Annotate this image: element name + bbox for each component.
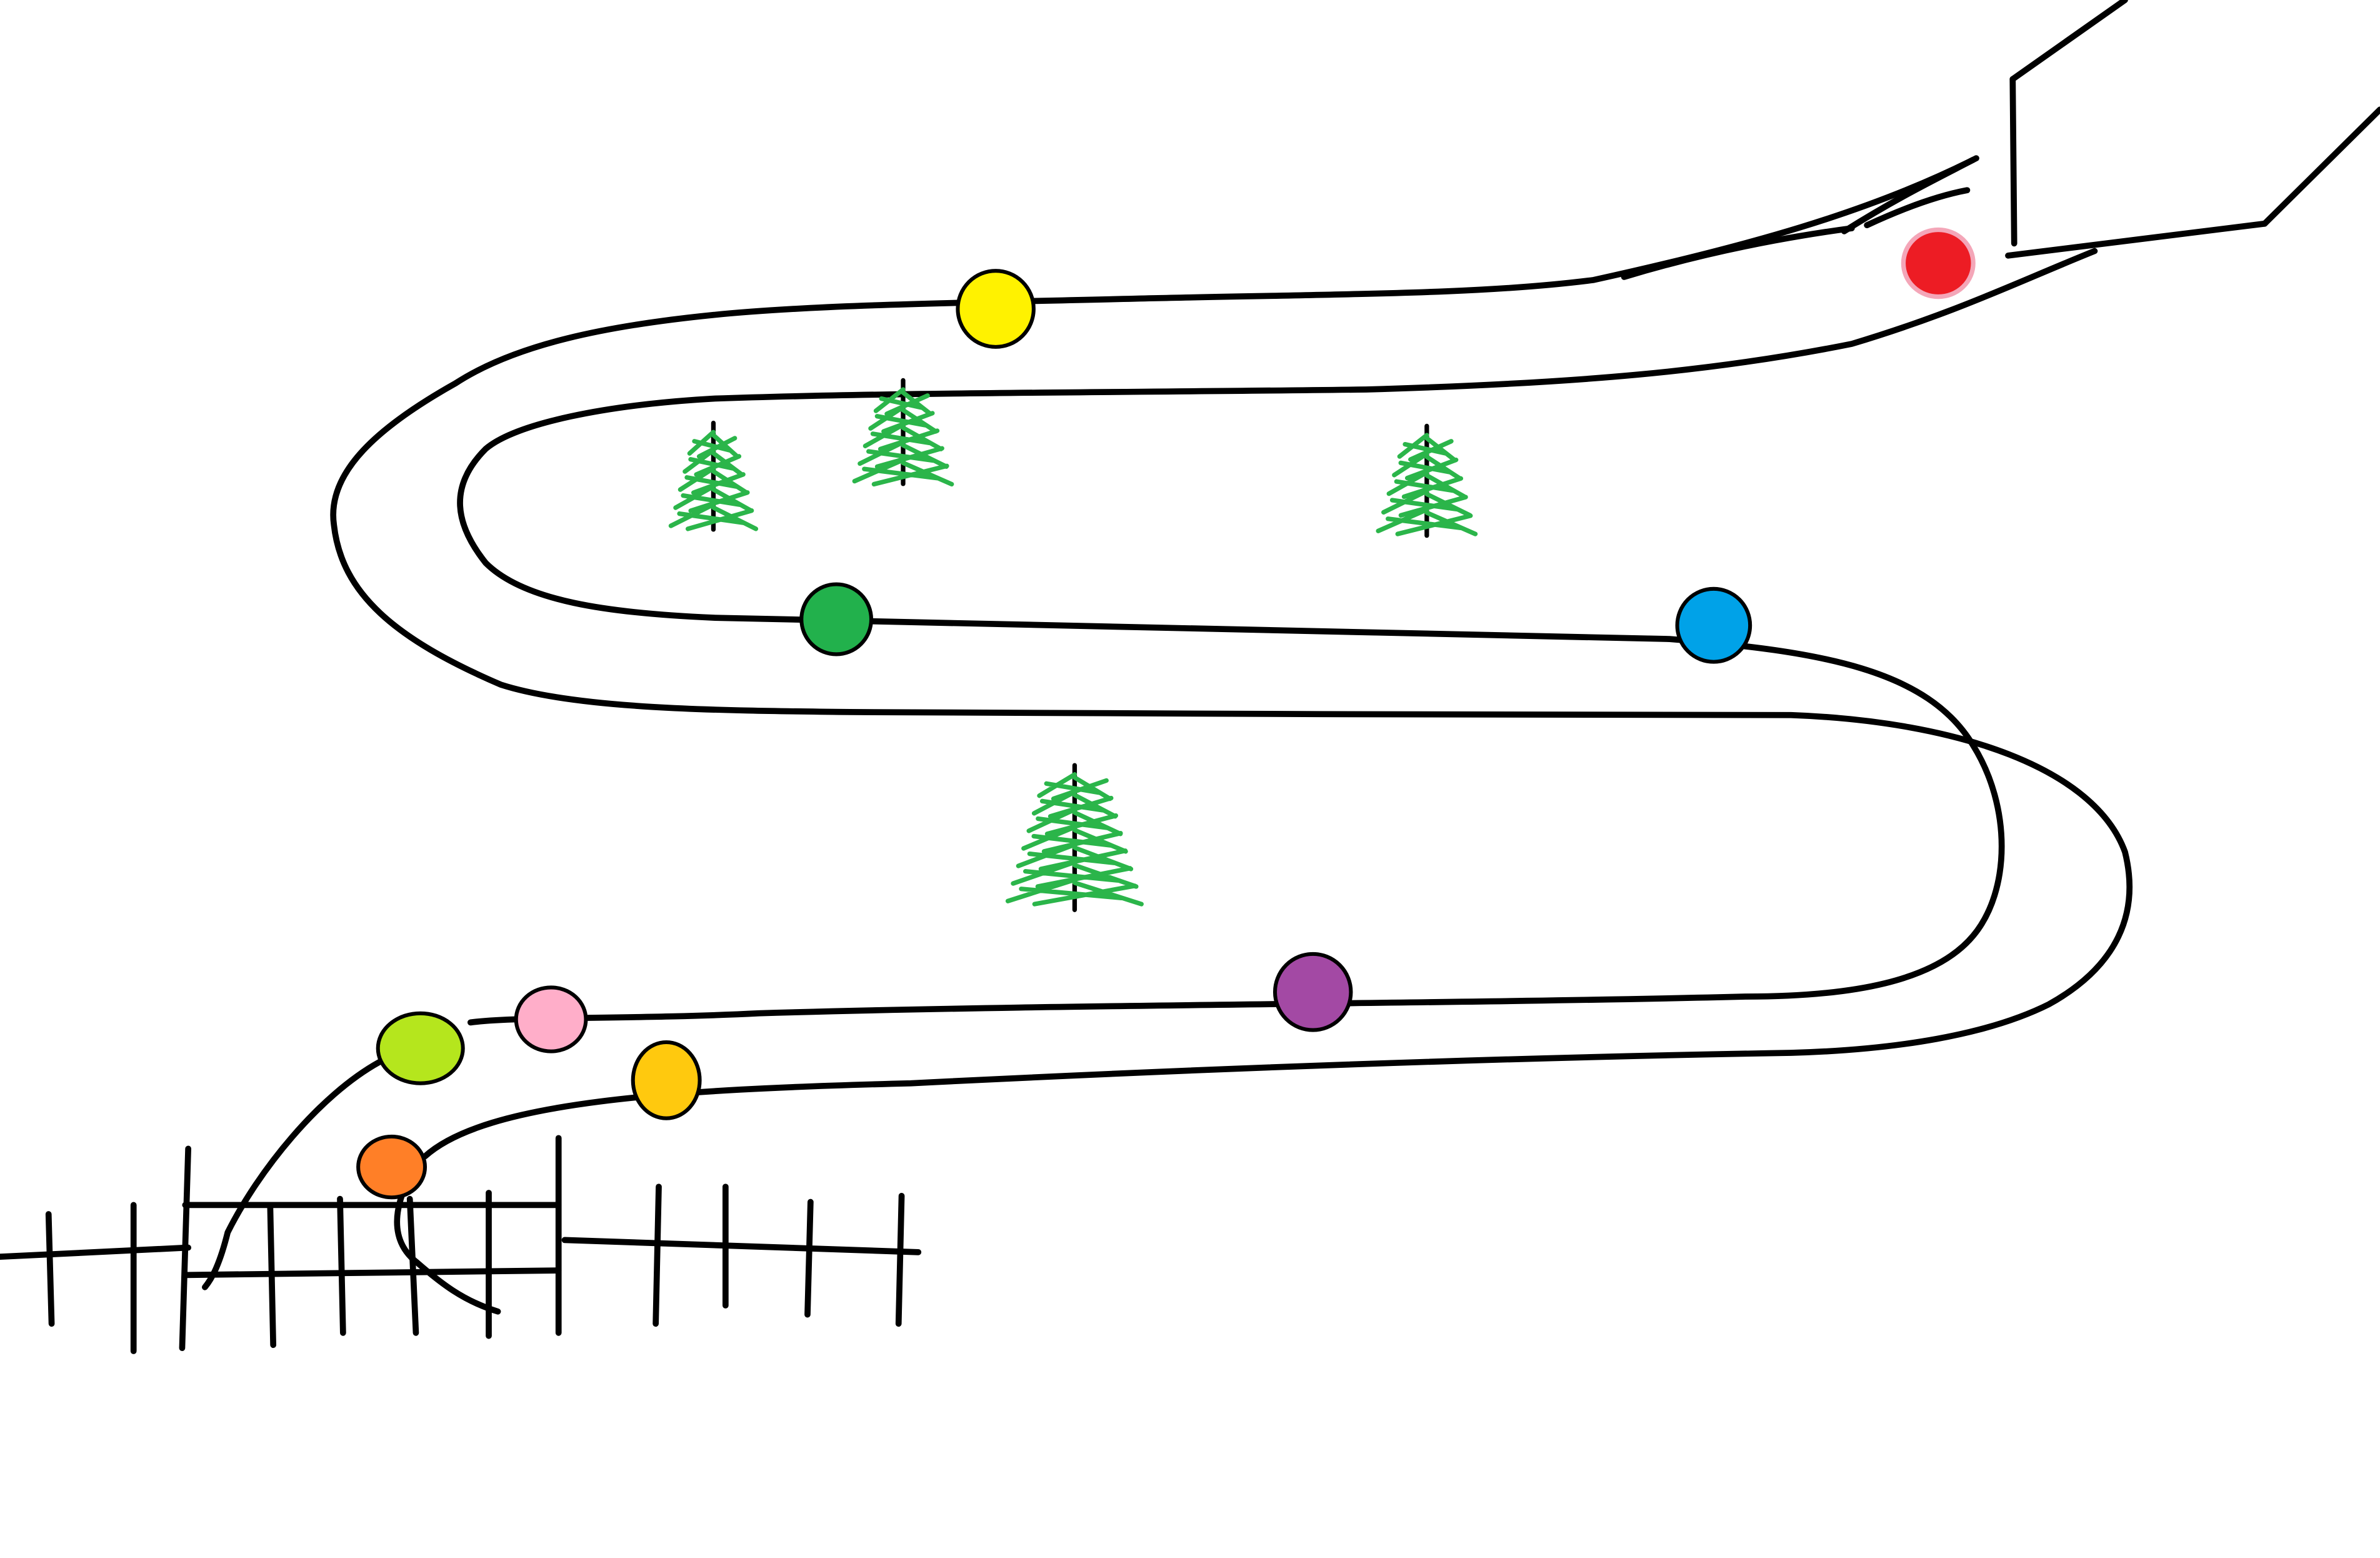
tree-2 <box>852 378 954 487</box>
marker-red <box>1901 227 1976 299</box>
marker-blue <box>1675 586 1752 664</box>
tree-1 <box>668 420 759 532</box>
marker-yellow <box>956 269 1036 349</box>
tree-4 <box>1005 763 1144 912</box>
road-inner-edge <box>457 248 2098 1026</box>
marker-pink <box>514 985 588 1053</box>
marker-green <box>799 582 874 656</box>
road-lower-left-inner <box>394 1191 501 1315</box>
fence <box>0 1135 922 1354</box>
marker-orange <box>356 1134 428 1200</box>
markers <box>356 227 1976 1200</box>
road-outer-edge <box>330 156 2132 1160</box>
marker-gold <box>631 1040 702 1120</box>
marker-lime <box>376 1011 465 1085</box>
trees <box>668 378 1478 912</box>
tree-3 <box>1376 423 1478 538</box>
road-lower-left-edge <box>202 1058 382 1290</box>
road-start-lines <box>1621 155 1979 280</box>
building-outline <box>2005 0 2380 259</box>
marker-purple <box>1272 952 1353 1032</box>
